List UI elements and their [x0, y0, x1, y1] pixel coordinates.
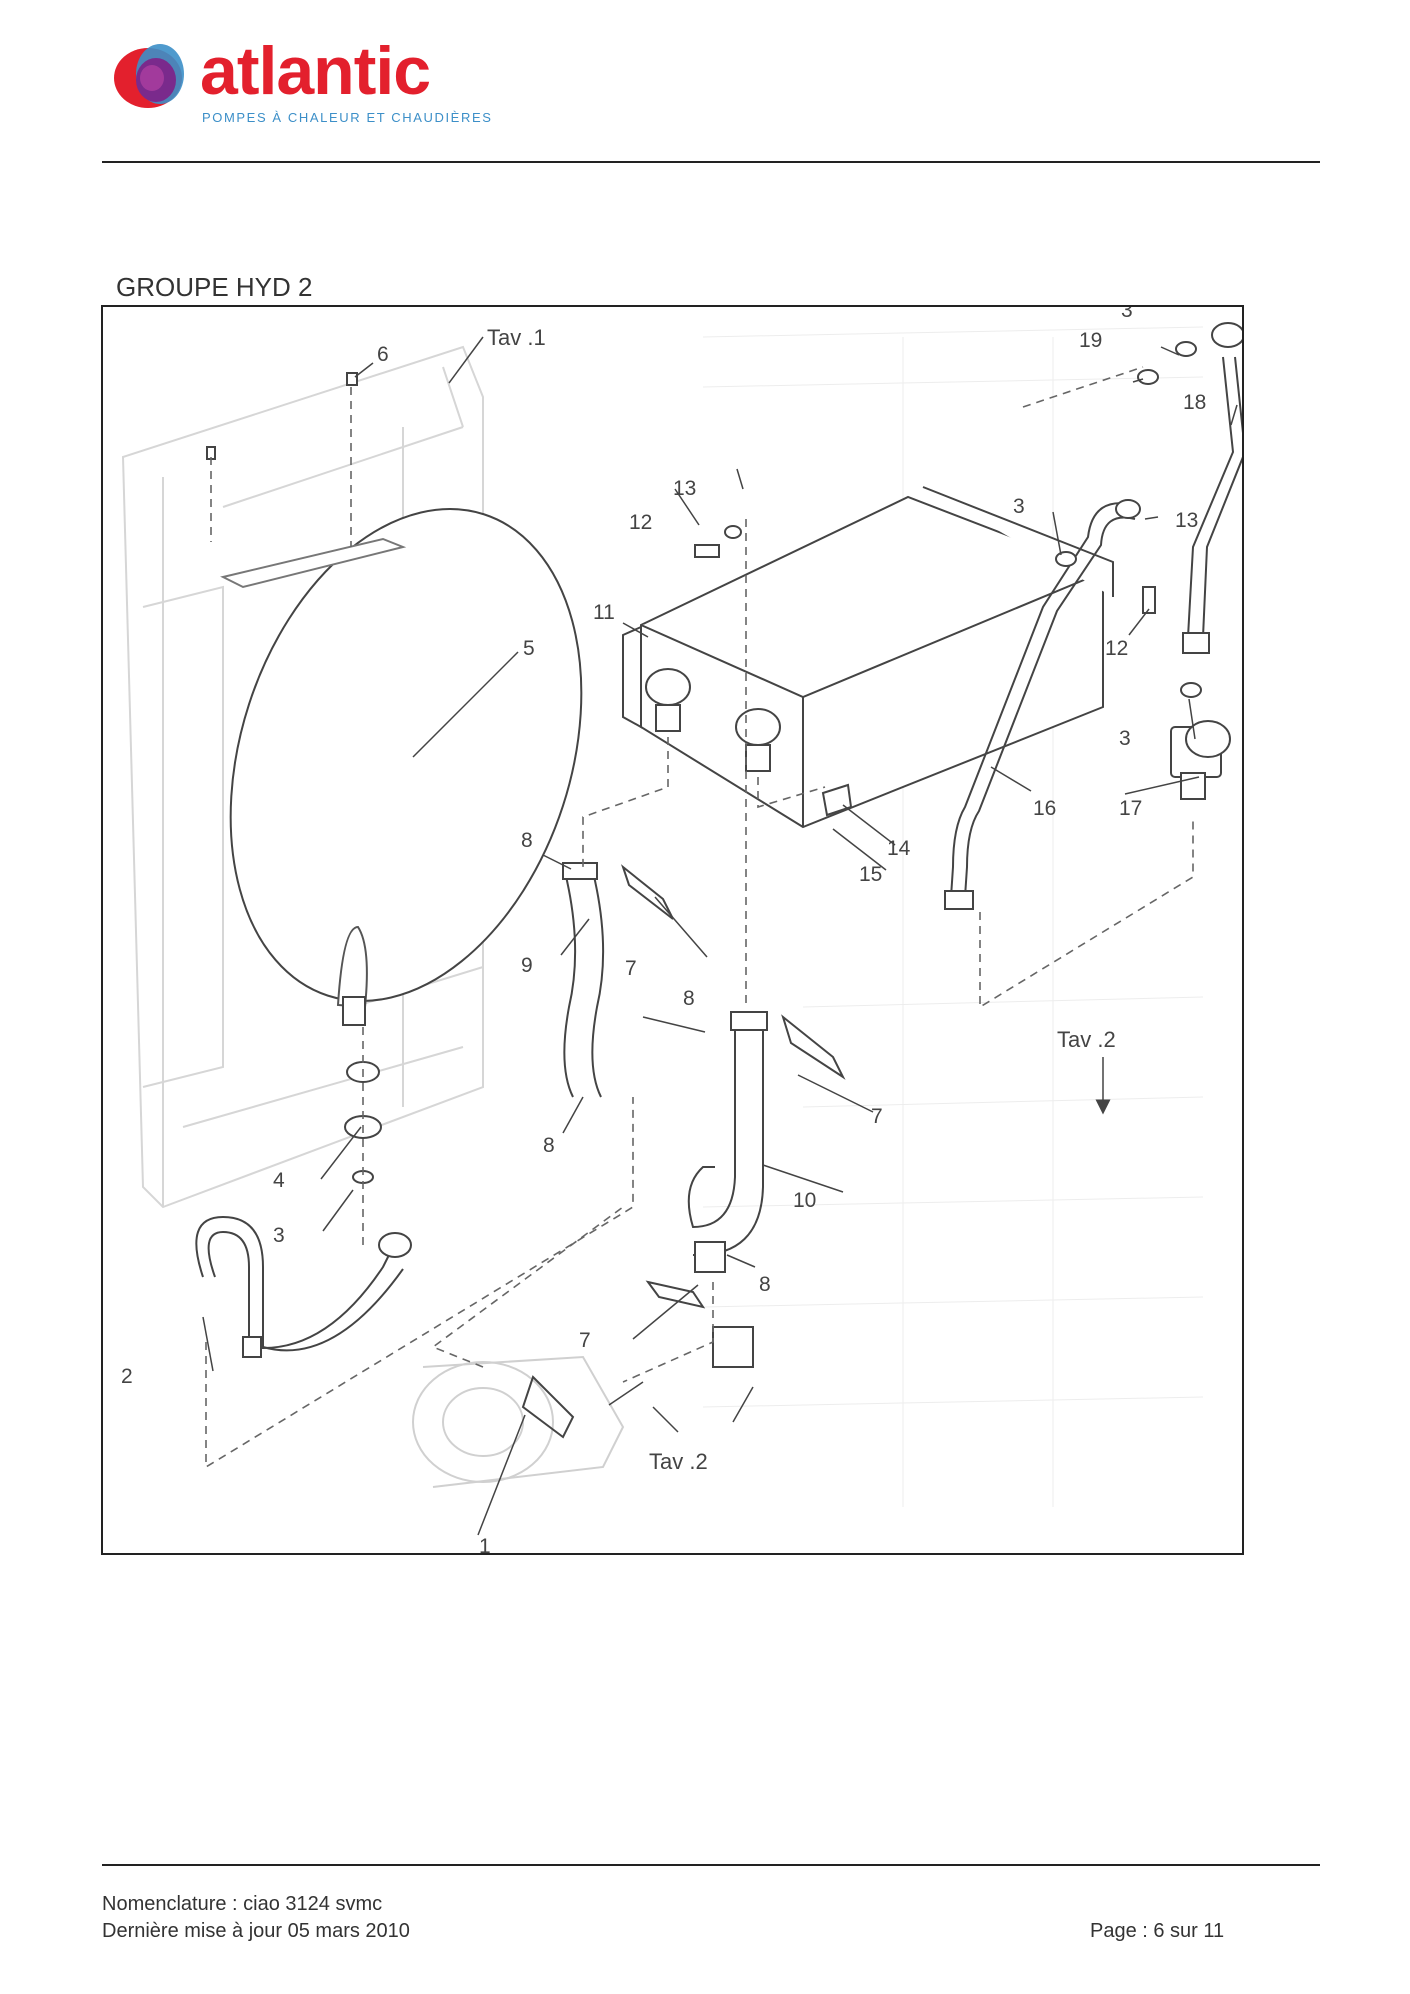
callout-5: 5: [523, 637, 535, 660]
ref-tav-2-right: Tav .2: [1057, 1027, 1116, 1052]
footer-last-updated: Dernière mise à jour 05 mars 2010: [102, 1920, 410, 1942]
callout-14: 14: [887, 837, 911, 860]
footer-divider: [102, 1864, 1320, 1866]
callout-9: 9: [521, 954, 533, 977]
callout-15: 15: [859, 863, 882, 886]
ref-tav-2-bottom: Tav .2: [649, 1449, 708, 1474]
section-title: GROUPE HYD 2: [116, 272, 313, 302]
callout-3-left: 3: [273, 1224, 285, 1247]
expansion-vessel: [220, 508, 583, 1026]
footer-page-number: Page : 6 sur 11: [1090, 1920, 1225, 1942]
pipe-9: [562, 862, 605, 1098]
leader-lines: [202, 336, 1238, 1536]
callout-11: 11: [593, 601, 615, 624]
callout-16: 16: [1033, 797, 1056, 820]
dashed-guides: [205, 366, 1194, 1469]
callout-4: 4: [273, 1169, 285, 1192]
table-references: Tav .1 Tav .2 Tav .2: [487, 325, 1116, 1474]
heat-exchanger: [622, 486, 1114, 829]
diagram-drawing: 1 2 3 3 3 3 4 5 6 7 7 7 8 8 8 8 9 10 11 …: [121, 307, 1242, 1555]
callout-8-mid: 8: [683, 987, 695, 1010]
callout-8-bend: 8: [543, 1134, 555, 1157]
callout-19: 19: [1079, 329, 1102, 352]
pipe-10: [687, 1011, 768, 1273]
callout-7-right: 7: [871, 1105, 883, 1128]
callout-3-valve: 3: [1119, 727, 1131, 750]
callout-2: 2: [121, 1365, 133, 1388]
ref-tav-1: Tav .1: [487, 325, 546, 350]
callout-12-left: 12: [629, 511, 652, 534]
exploded-parts-diagram: 1 2 3 3 3 3 4 5 6 7 7 7 8 8 8 8 9 10 11 …: [101, 305, 1244, 1555]
callout-8-top: 8: [521, 829, 533, 852]
valve-17: [1170, 720, 1231, 800]
pump-outline: [412, 1355, 625, 1488]
footer-nomenclature: Nomenclature : ciao 3124 svmc: [102, 1893, 383, 1915]
header-divider: [102, 161, 1320, 163]
callout-12-right: 12: [1105, 637, 1128, 660]
callout-7-lower: 7: [579, 1329, 591, 1352]
callout-17: 17: [1119, 797, 1142, 820]
callout-7-upper: 7: [625, 957, 637, 980]
pipe-16: [944, 502, 1136, 910]
callout-10: 10: [793, 1189, 816, 1212]
atlantic-logo-icon: [114, 44, 184, 108]
callout-3-top: 3: [1121, 307, 1133, 322]
callout-13-left: 13: [673, 477, 696, 500]
callout-8-bottom: 8: [759, 1273, 771, 1296]
callout-18: 18: [1183, 391, 1206, 414]
pipe-2: [195, 1215, 412, 1358]
callout-3-exchanger: 3: [1013, 495, 1025, 518]
callout-13-right: 13: [1175, 509, 1198, 532]
pipe-18: [1182, 322, 1242, 654]
callout-6: 6: [377, 343, 389, 366]
callout-1: 1: [479, 1535, 491, 1555]
brand-name: atlantic: [200, 33, 431, 109]
brand-logo: atlantic POMPES À CHALEUR ET CHAUDIÈRES: [112, 33, 493, 138]
callout-labels: 1 2 3 3 3 3 4 5 6 7 7 7 8 8 8 8 9 10 11 …: [121, 307, 1206, 1555]
brand-tagline: POMPES À CHALEUR ET CHAUDIÈRES: [202, 110, 493, 125]
